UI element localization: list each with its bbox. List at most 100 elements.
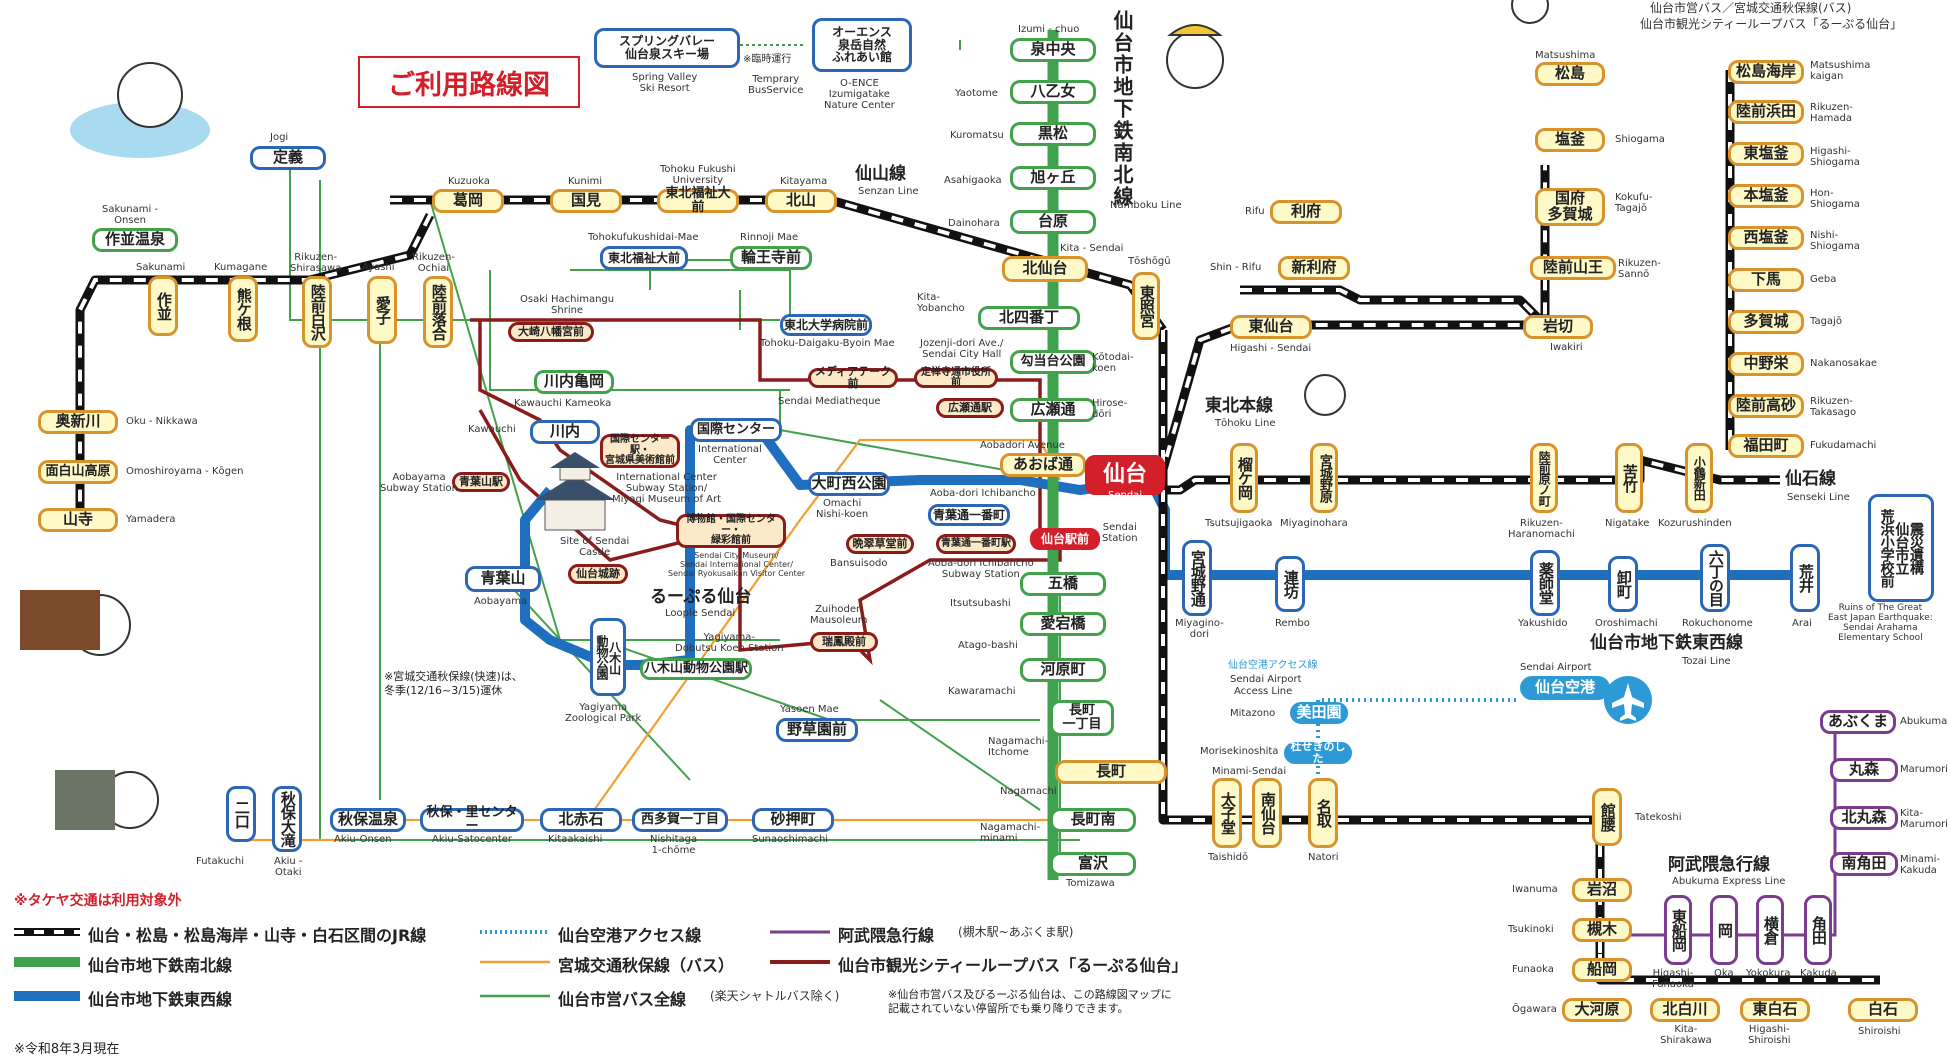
station-sendaiekimae[interactable]: 仙台駅前 — [1030, 528, 1100, 550]
station-rinnoji[interactable]: 輪王寺前 — [730, 246, 812, 270]
station-nagamachiminami[interactable]: 長町南 — [1050, 808, 1136, 832]
station-fukudamachi[interactable]: 福田町 — [1728, 434, 1804, 458]
station-kozurushinden[interactable]: 小鶴新田 — [1685, 443, 1713, 513]
station-oroshimachi[interactable]: 卸町 — [1608, 556, 1638, 612]
station-dainohara[interactable]: 台原 — [1010, 210, 1096, 234]
station-nakanosakae[interactable]: 中野栄 — [1728, 352, 1804, 376]
station-aobadoriichibancho[interactable]: 青葉通一番町 — [928, 504, 1010, 526]
station-nagamachi1[interactable]: 長町 一丁目 — [1050, 700, 1114, 736]
station-nishishiogama[interactable]: 西塩釜 — [1728, 226, 1804, 250]
station-rembo[interactable]: 連坊 — [1275, 556, 1305, 612]
station-matsushimakaigan[interactable]: 松島海岸 — [1728, 60, 1804, 84]
station-natori[interactable]: 名取 — [1308, 778, 1338, 848]
station-iwakiri[interactable]: 岩切 — [1523, 315, 1593, 339]
station-kotodai[interactable]: 勾当台公園 — [1010, 350, 1096, 374]
station-hakubutsukan[interactable]: 博物館・国際センター・ 緑彩館前 — [676, 514, 786, 548]
station-tagajo[interactable]: 多賀城 — [1728, 310, 1804, 334]
station-itsutsubashi[interactable]: 五橋 — [1020, 572, 1106, 596]
station-kitashirakawa[interactable]: 北白川 — [1650, 998, 1720, 1022]
station-rikuzenhamada[interactable]: 陸前浜田 — [1728, 100, 1804, 124]
station-bansuisodo[interactable]: 晩翠草堂前 — [846, 534, 914, 554]
station-omoshiroyama[interactable]: 面白山高原 — [38, 460, 118, 484]
station-mediatheque[interactable]: メディアテーク前 — [808, 366, 898, 389]
station-kitayama[interactable]: 北山 — [765, 189, 837, 213]
station-miyaginodori[interactable]: 宮城野通 — [1182, 540, 1212, 616]
station-aobadori-bus[interactable]: 青葉通一番町駅 — [936, 534, 1016, 554]
station-minamikakuda[interactable]: 南角田 — [1830, 852, 1898, 876]
station-kokufutagajo[interactable]: 国府 多賀城 — [1535, 188, 1605, 226]
station-kawauchikameoka[interactable]: 川内亀岡 — [534, 370, 614, 394]
station-yokokura[interactable]: 横倉 — [1756, 895, 1784, 965]
station-yaotome[interactable]: 八乙女 — [1010, 80, 1096, 104]
station-sakunamionsen[interactable]: 作並温泉 — [92, 228, 178, 252]
station-kitasendai[interactable]: 北仙台 — [1002, 256, 1088, 282]
station-geba[interactable]: 下馬 — [1728, 268, 1804, 292]
station-osakihachiman[interactable]: 大崎八幡宮前 — [508, 322, 594, 342]
station-toshogu[interactable]: 東照宮 — [1132, 272, 1160, 340]
station-kokusai-bus[interactable]: 国際センター駅・ 宮城県美術館前 — [600, 434, 680, 468]
station-hirosedori[interactable]: 広瀬通 — [1010, 398, 1096, 422]
station-honshiogama[interactable]: 本塩釜 — [1728, 184, 1804, 208]
station-aobayama-bus[interactable]: 青葉山駅 — [452, 472, 510, 492]
station-tohokufukushidai-bus[interactable]: 東北福祉大前 — [600, 246, 688, 270]
station-yasoen[interactable]: 野草園前 — [776, 718, 858, 742]
station-kuzuoka[interactable]: 葛岡 — [432, 189, 504, 213]
station-atagobashi[interactable]: 愛宕橋 — [1020, 612, 1106, 636]
station-kokusaicenter[interactable]: 国際センター — [690, 418, 782, 442]
station-tohokufukushi[interactable]: 東北福祉大前 — [657, 187, 739, 214]
station-kuromatsu[interactable]: 黒松 — [1010, 122, 1096, 146]
station-hirosedori-bus[interactable]: 広瀬通駅 — [936, 398, 1004, 418]
station-arai[interactable]: 荒井 — [1790, 544, 1820, 612]
station-iwanuma[interactable]: 岩沼 — [1572, 878, 1632, 902]
station-shinrifu[interactable]: 新利府 — [1278, 256, 1350, 280]
station-sunaoshimachi[interactable]: 砂押町 — [752, 808, 834, 832]
station-oka[interactable]: 岡 — [1710, 895, 1738, 965]
station-rikuzensanno[interactable]: 陸前山王 — [1530, 256, 1616, 280]
station-tsutsujigaoka[interactable]: 榴ケ岡 — [1230, 443, 1258, 513]
station-futakuchi[interactable]: 二口 — [226, 786, 256, 842]
station-akiuotaki[interactable]: 秋保大滝 — [272, 786, 302, 852]
station-aobayama[interactable]: 青葉山 — [465, 566, 541, 592]
station-rikuzenshirasawa[interactable]: 陸前白沢 — [302, 276, 332, 348]
station-arahama[interactable]: 震災遺構 仙台市立 荒浜小学校前 — [1868, 494, 1934, 602]
station-minamisendai[interactable]: 南仙台 — [1252, 778, 1282, 848]
station-oence[interactable]: オーエンス 泉岳自然 ふれあい館 — [812, 18, 912, 72]
station-matsushima[interactable]: 松島 — [1535, 62, 1605, 86]
station-asahigaoka[interactable]: 旭ヶ丘 — [1010, 166, 1096, 190]
station-akiusato[interactable]: 秋保・里センター — [420, 806, 524, 833]
station-ogawara[interactable]: 大河原 — [1562, 998, 1632, 1022]
station-ayashi[interactable]: 愛子 — [367, 276, 397, 344]
station-izumichuo[interactable]: 泉中央 — [1010, 38, 1096, 62]
station-yagiyama[interactable]: 八木山 動物公園 — [590, 618, 626, 696]
station-kitamarumori[interactable]: 北丸森 — [1830, 806, 1898, 830]
station-higashishiogama[interactable]: 東塩釜 — [1728, 142, 1804, 166]
station-kumagane[interactable]: 熊ケ根 — [228, 276, 258, 342]
station-yagiyama-bus[interactable]: 八木山動物公園駅 — [640, 658, 752, 680]
station-sendaijoseki[interactable]: 仙台城跡 — [568, 564, 628, 584]
station-morisekinoshita[interactable]: 杜せきのした — [1284, 741, 1352, 764]
station-marumori[interactable]: 丸森 — [1830, 758, 1898, 782]
station-tsukinoki[interactable]: 槻木 — [1572, 918, 1632, 942]
station-tomizawa[interactable]: 富沢 — [1050, 852, 1136, 876]
station-springvalley[interactable]: スプリングバレー 仙台泉スキー場 — [594, 28, 740, 68]
station-shiroishi[interactable]: 白石 — [1848, 998, 1918, 1022]
station-shiogama[interactable]: 塩釜 — [1535, 128, 1605, 152]
station-kunimi[interactable]: 国見 — [550, 189, 622, 213]
station-rifu[interactable]: 利府 — [1270, 200, 1342, 224]
station-yakushido[interactable]: 薬師堂 — [1530, 550, 1560, 616]
station-tohokudaigakubyoin[interactable]: 東北大学病院前 — [780, 314, 872, 336]
station-higashifunaoka[interactable]: 東船岡 — [1664, 895, 1692, 965]
station-aobadori[interactable]: あおば通 — [1000, 453, 1086, 477]
station-miyaginohara[interactable]: 宮城野原 — [1310, 443, 1338, 513]
station-nagamachi[interactable]: 長町 — [1055, 760, 1167, 784]
station-sendai[interactable]: 仙台 — [1085, 455, 1165, 495]
station-sakunami[interactable]: 作並 — [148, 276, 178, 336]
station-rikuzentakasago[interactable]: 陸前高砂 — [1728, 394, 1804, 418]
station-akiuonsen[interactable]: 秋保温泉 — [330, 808, 406, 832]
station-funaoka[interactable]: 船岡 — [1572, 958, 1632, 982]
station-abukuma[interactable]: あぶくま — [1820, 710, 1896, 734]
station-rikuzenharanomachi[interactable]: 陸前原ノ町 — [1530, 443, 1558, 513]
station-taishido[interactable]: 太子堂 — [1212, 778, 1242, 848]
station-kawaramachi[interactable]: 河原町 — [1020, 658, 1106, 682]
station-nishitaga[interactable]: 西多賀一丁目 — [632, 808, 728, 832]
